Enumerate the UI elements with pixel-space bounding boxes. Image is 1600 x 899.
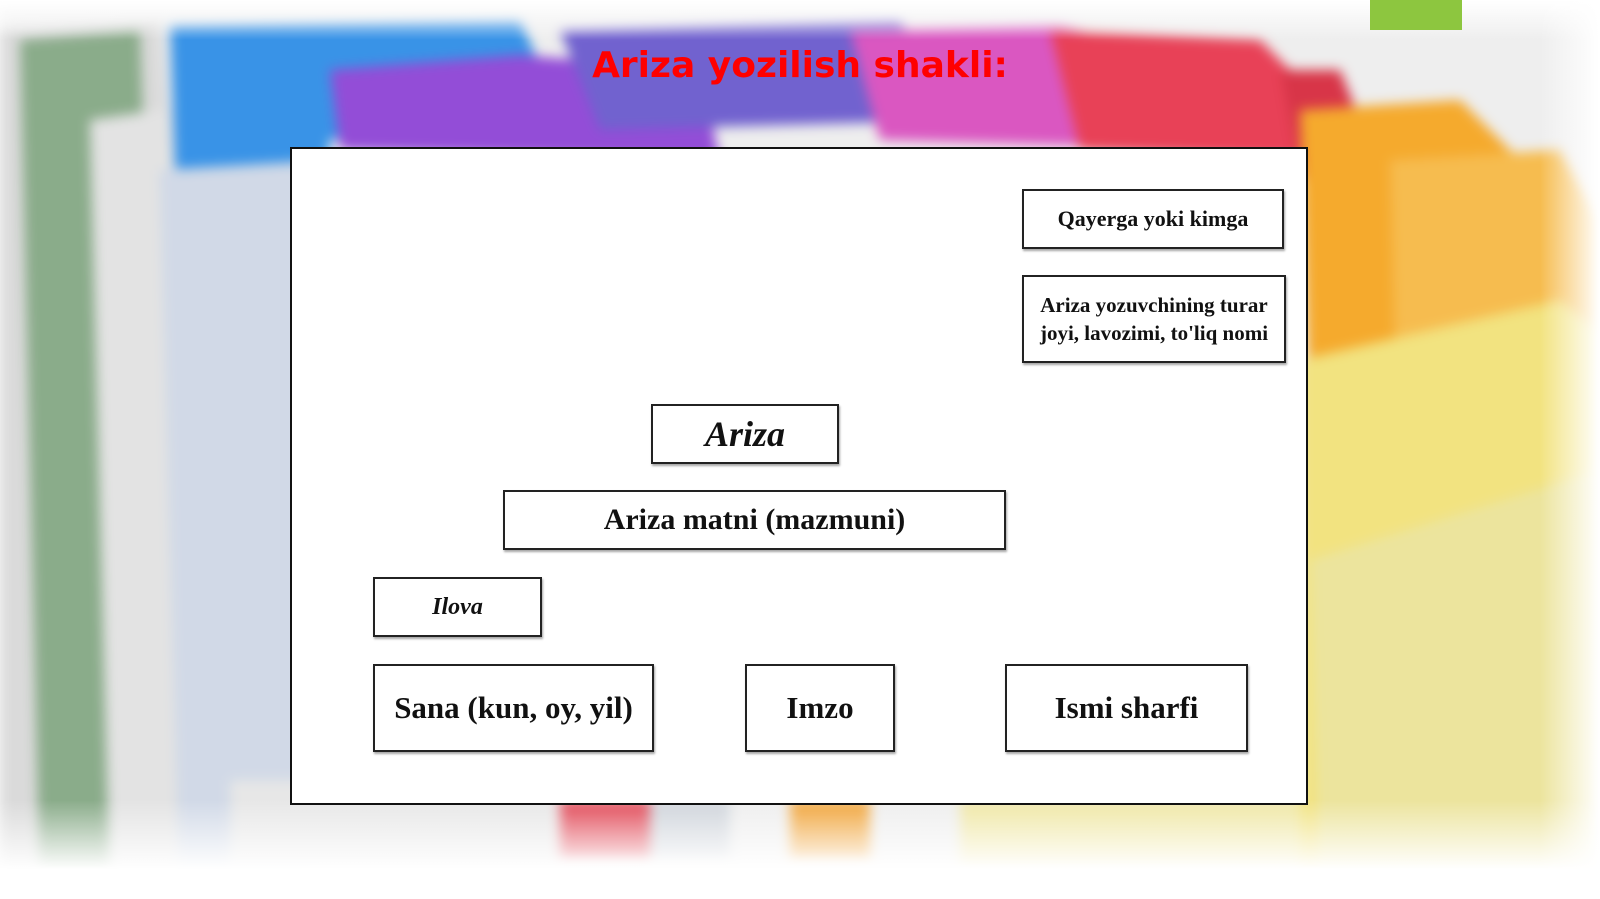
date-box: Sana (kun, oy, yil) xyxy=(373,664,654,752)
right-fade xyxy=(1540,0,1600,899)
heading-box: Ariza xyxy=(651,404,839,464)
accent-bar xyxy=(1370,0,1462,30)
bottom-fade xyxy=(0,800,1600,899)
signature-box: Imzo xyxy=(745,664,895,752)
application-form-diagram: Qayerga yoki kimga Ariza yozuvchining tu… xyxy=(290,147,1308,805)
attachment-box: Ilova xyxy=(373,577,542,637)
slide-title-text: Ariza yozilish shakli: xyxy=(592,45,1008,86)
recipient-box: Qayerga yoki kimga xyxy=(1022,189,1284,249)
body-text-box: Ariza matni (mazmuni) xyxy=(503,490,1006,550)
full-name-box: Ismi sharfi xyxy=(1005,664,1248,752)
applicant-info-box: Ariza yozuvchining turar joyi, lavozimi,… xyxy=(1022,275,1286,363)
slide-title: Ariza yozilish shakli: xyxy=(0,45,1600,86)
top-fade xyxy=(0,0,1600,40)
